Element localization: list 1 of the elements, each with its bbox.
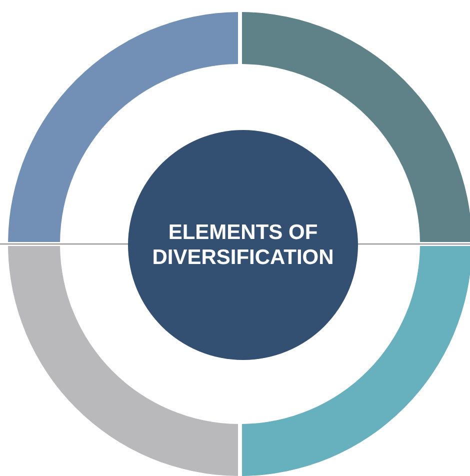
center-title: ELEMENTS OF DIVERSIFICATION bbox=[151, 220, 335, 270]
